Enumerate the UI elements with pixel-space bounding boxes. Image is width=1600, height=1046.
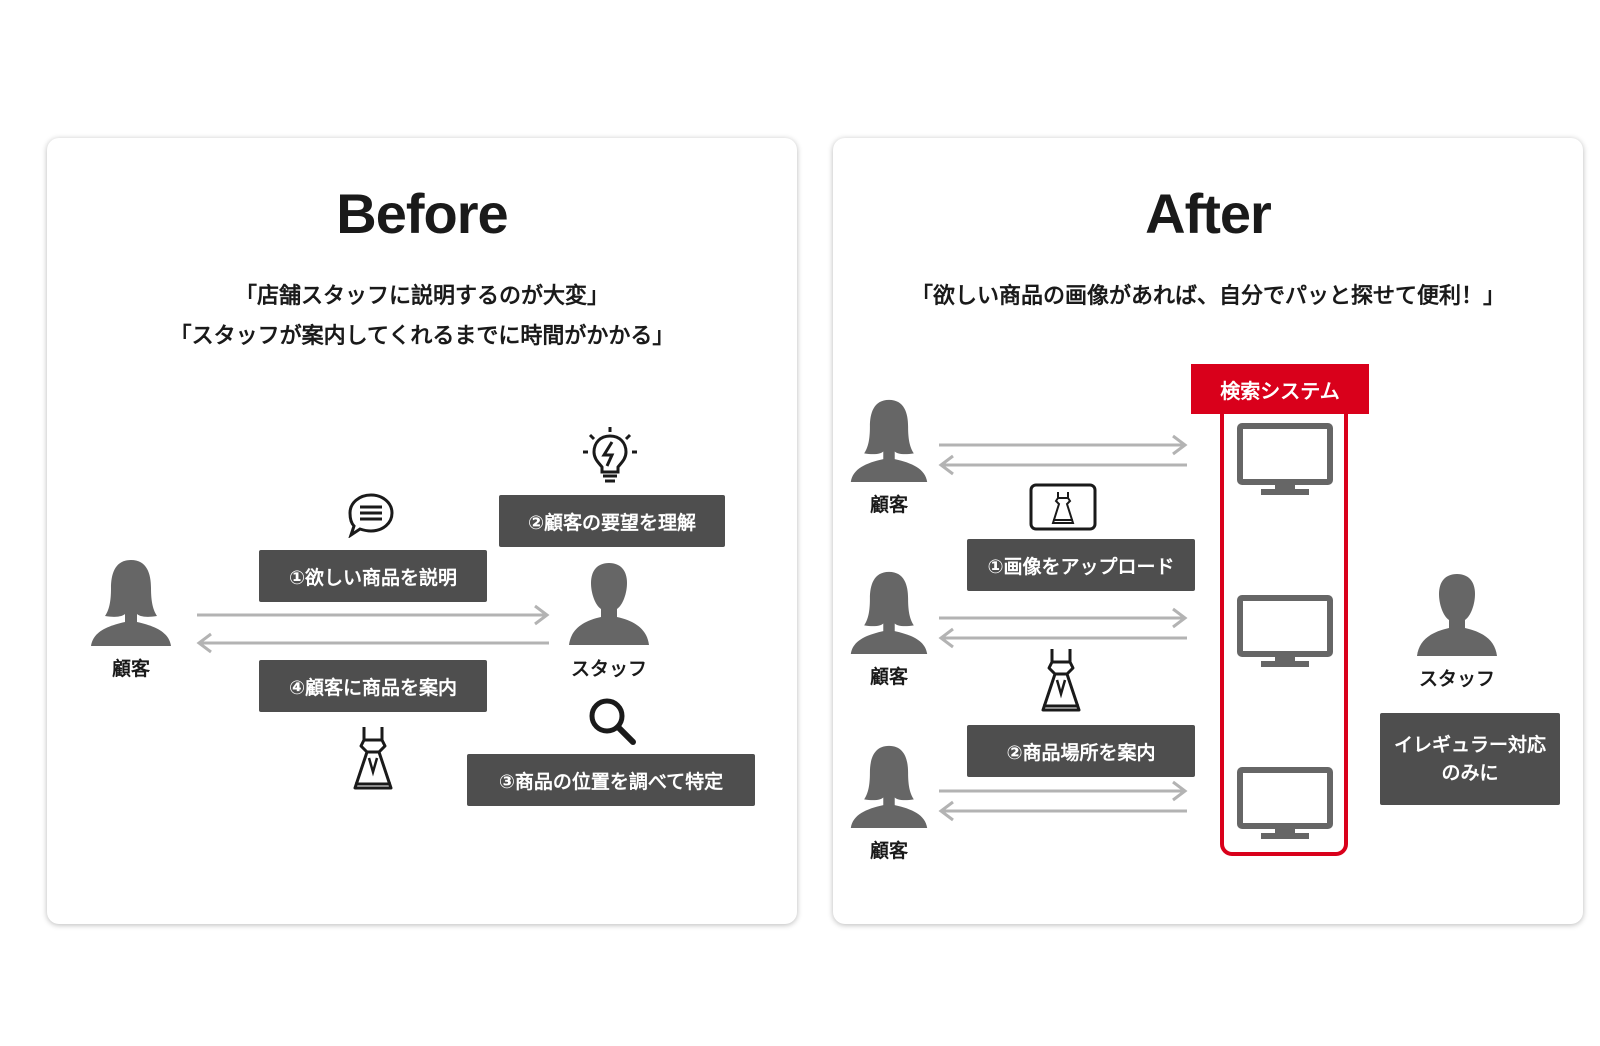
step-4-label: ④顧客に商品を案内 [259,660,487,712]
customer-label: 顧客 [869,494,908,516]
customer-icon [847,398,931,482]
staff-note-line-2: のみに [1441,762,1499,784]
dress-icon [351,724,395,792]
after-quote: 「欲しい商品の画像があれば、自分でパッと探せて便利！」 [910,284,1505,309]
after-panel: After 「欲しい商品の画像があれば、自分でパッと探せて便利！」 検索システム… [833,138,1583,924]
after-title: After [1145,182,1272,245]
staff-label: スタッフ [1418,668,1495,690]
image-upload-icon [1029,483,1097,531]
arrow-left [937,800,1189,822]
arrow-left [195,632,551,654]
step-3-label: ③商品の位置を調べて特定 [467,754,755,806]
dress-icon [1039,646,1083,714]
step-1-label: ①欲しい商品を説明 [259,550,487,602]
upload-step-label: ①画像をアップロード [967,539,1195,591]
arrow-right [937,607,1189,629]
arrow-right [937,434,1189,456]
customer-label: 顧客 [869,840,908,862]
before-title: Before [336,182,508,245]
before-quote-line-1: 「店舗スタッフに説明するのが大変」 [234,284,609,309]
customer-label: 顧客 [869,666,908,688]
customer-icon [89,558,173,646]
staff-note: イレギュラー対応 のみに [1380,713,1560,805]
staff-icon [1415,572,1499,656]
staff-icon [567,561,651,645]
arrow-left [937,627,1189,649]
guide-step-label: ②商品場所を案内 [967,725,1195,777]
arrow-right [195,604,551,626]
step-2-label: ②顧客の要望を理解 [499,495,725,547]
customer-icon [847,744,931,828]
monitor-icon [1237,423,1333,499]
speech-bubble-icon [347,492,395,538]
staff-label: スタッフ [570,658,647,680]
lightbulb-icon [581,426,639,486]
monitor-icon [1237,767,1333,843]
customer-label: 顧客 [111,658,150,680]
before-panel: Before 「店舗スタッフに説明するのが大変」 「スタッフが案内してくれるまで… [47,138,797,924]
arrow-left [937,454,1189,476]
staff-note-line-1: イレギュラー対応 [1393,733,1546,756]
customer-icon [847,570,931,654]
monitor-icon [1237,595,1333,671]
before-quote-line-2: 「スタッフが案内してくれるまでに時間がかかる」 [169,324,675,349]
magnifier-icon [587,696,637,746]
arrow-right [937,780,1189,802]
search-system-label: 検索システム [1191,364,1369,414]
